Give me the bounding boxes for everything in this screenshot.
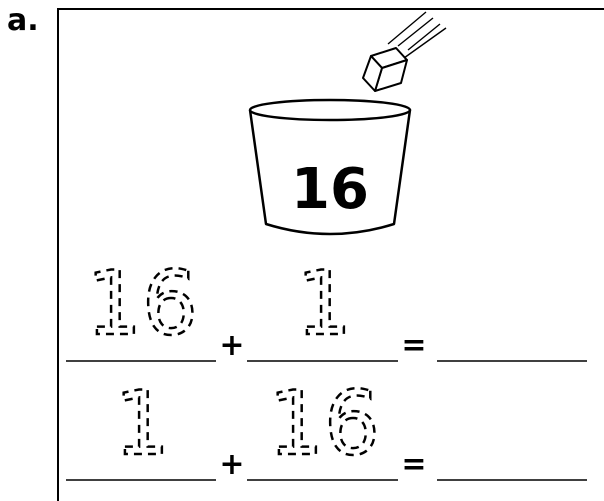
motion-lines-icon <box>387 11 447 59</box>
equation-row-2: 1 + 16 = <box>66 371 587 482</box>
equals-sign: = <box>401 447 426 482</box>
traced-addend-1: 16 <box>86 252 198 355</box>
bucket-number: 16 <box>291 157 369 222</box>
equals-sign: = <box>401 328 426 363</box>
worksheet-frame <box>57 8 604 501</box>
problem-label: a. <box>7 3 39 38</box>
plus-sign: + <box>219 328 244 363</box>
traced-addend-1: 1 <box>114 372 170 475</box>
traced-addend-2: 16 <box>268 372 380 475</box>
equation-row-1: 16 + 1 = <box>66 251 587 363</box>
falling-cube-icon <box>362 47 408 92</box>
plus-sign: + <box>219 447 244 482</box>
bucket-icon <box>248 98 412 236</box>
traced-addend-2: 1 <box>296 252 352 355</box>
